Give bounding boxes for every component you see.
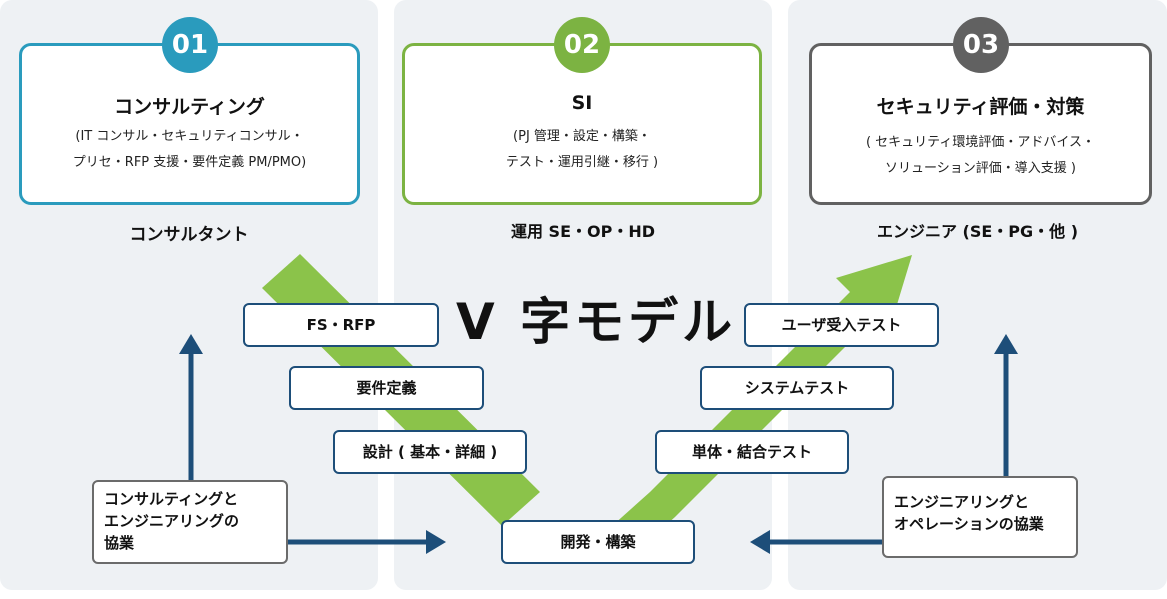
- collab-line: エンジニアリングと: [894, 493, 1030, 511]
- collab-box-left: コンサルティングと エンジニアリングの 協業: [92, 480, 288, 564]
- step-box: 要件定義: [289, 366, 484, 410]
- card-subtitle-line: ( セキュリティ環境評価・アドバイス・: [865, 135, 1096, 150]
- number-badge: 02: [554, 17, 610, 73]
- blue-up-arrow-right: [994, 334, 1018, 354]
- step-box: 設計 ( 基本・詳細 ): [333, 430, 527, 474]
- step-box: システムテスト: [700, 366, 894, 410]
- blue-up-arrow-left: [179, 334, 203, 354]
- card-subtitle-line: テスト・運用引継・移行 ): [505, 155, 659, 170]
- step-box-bottom: 開発・構築: [501, 520, 695, 564]
- card-subtitle-line: ソリューション評価・導入支援 ): [885, 161, 1076, 176]
- role-label: 運用 SE・OP・HD: [510, 222, 656, 241]
- diagram-title: V 字モデル: [456, 293, 737, 351]
- card-subtitle-line: プリセ・RFP 支援・要件定義 PM/PMO): [72, 155, 307, 170]
- card-title: コンサルティング: [114, 96, 265, 118]
- card-subtitle-line: (PJ 管理・設定・構築・: [513, 129, 651, 144]
- blue-right-arrow: [426, 530, 446, 554]
- card-subtitle-line: (IT コンサル・セキュリティコンサル・: [75, 129, 304, 144]
- collab-line: コンサルティングと: [104, 490, 239, 508]
- step-box: FS・RFP: [243, 303, 439, 347]
- role-label: エンジニア (SE・PG・他 ): [876, 222, 1079, 241]
- number-badge: 03: [953, 17, 1009, 73]
- card-title: SI: [571, 92, 593, 114]
- blue-left-arrow: [750, 530, 770, 554]
- step-box: ユーザ受入テスト: [744, 303, 939, 347]
- collab-line: オペレーションの協業: [894, 515, 1044, 533]
- card-title: セキュリティ評価・対策: [876, 96, 1085, 118]
- collab-line: 協業: [104, 534, 135, 552]
- collab-box-right: エンジニアリングと オペレーションの協業: [882, 476, 1078, 558]
- number-badge: 01: [162, 17, 218, 73]
- step-box: 単体・結合テスト: [655, 430, 849, 474]
- collab-line: エンジニアリングの: [104, 512, 240, 530]
- role-label: コンサルタント: [129, 225, 249, 245]
